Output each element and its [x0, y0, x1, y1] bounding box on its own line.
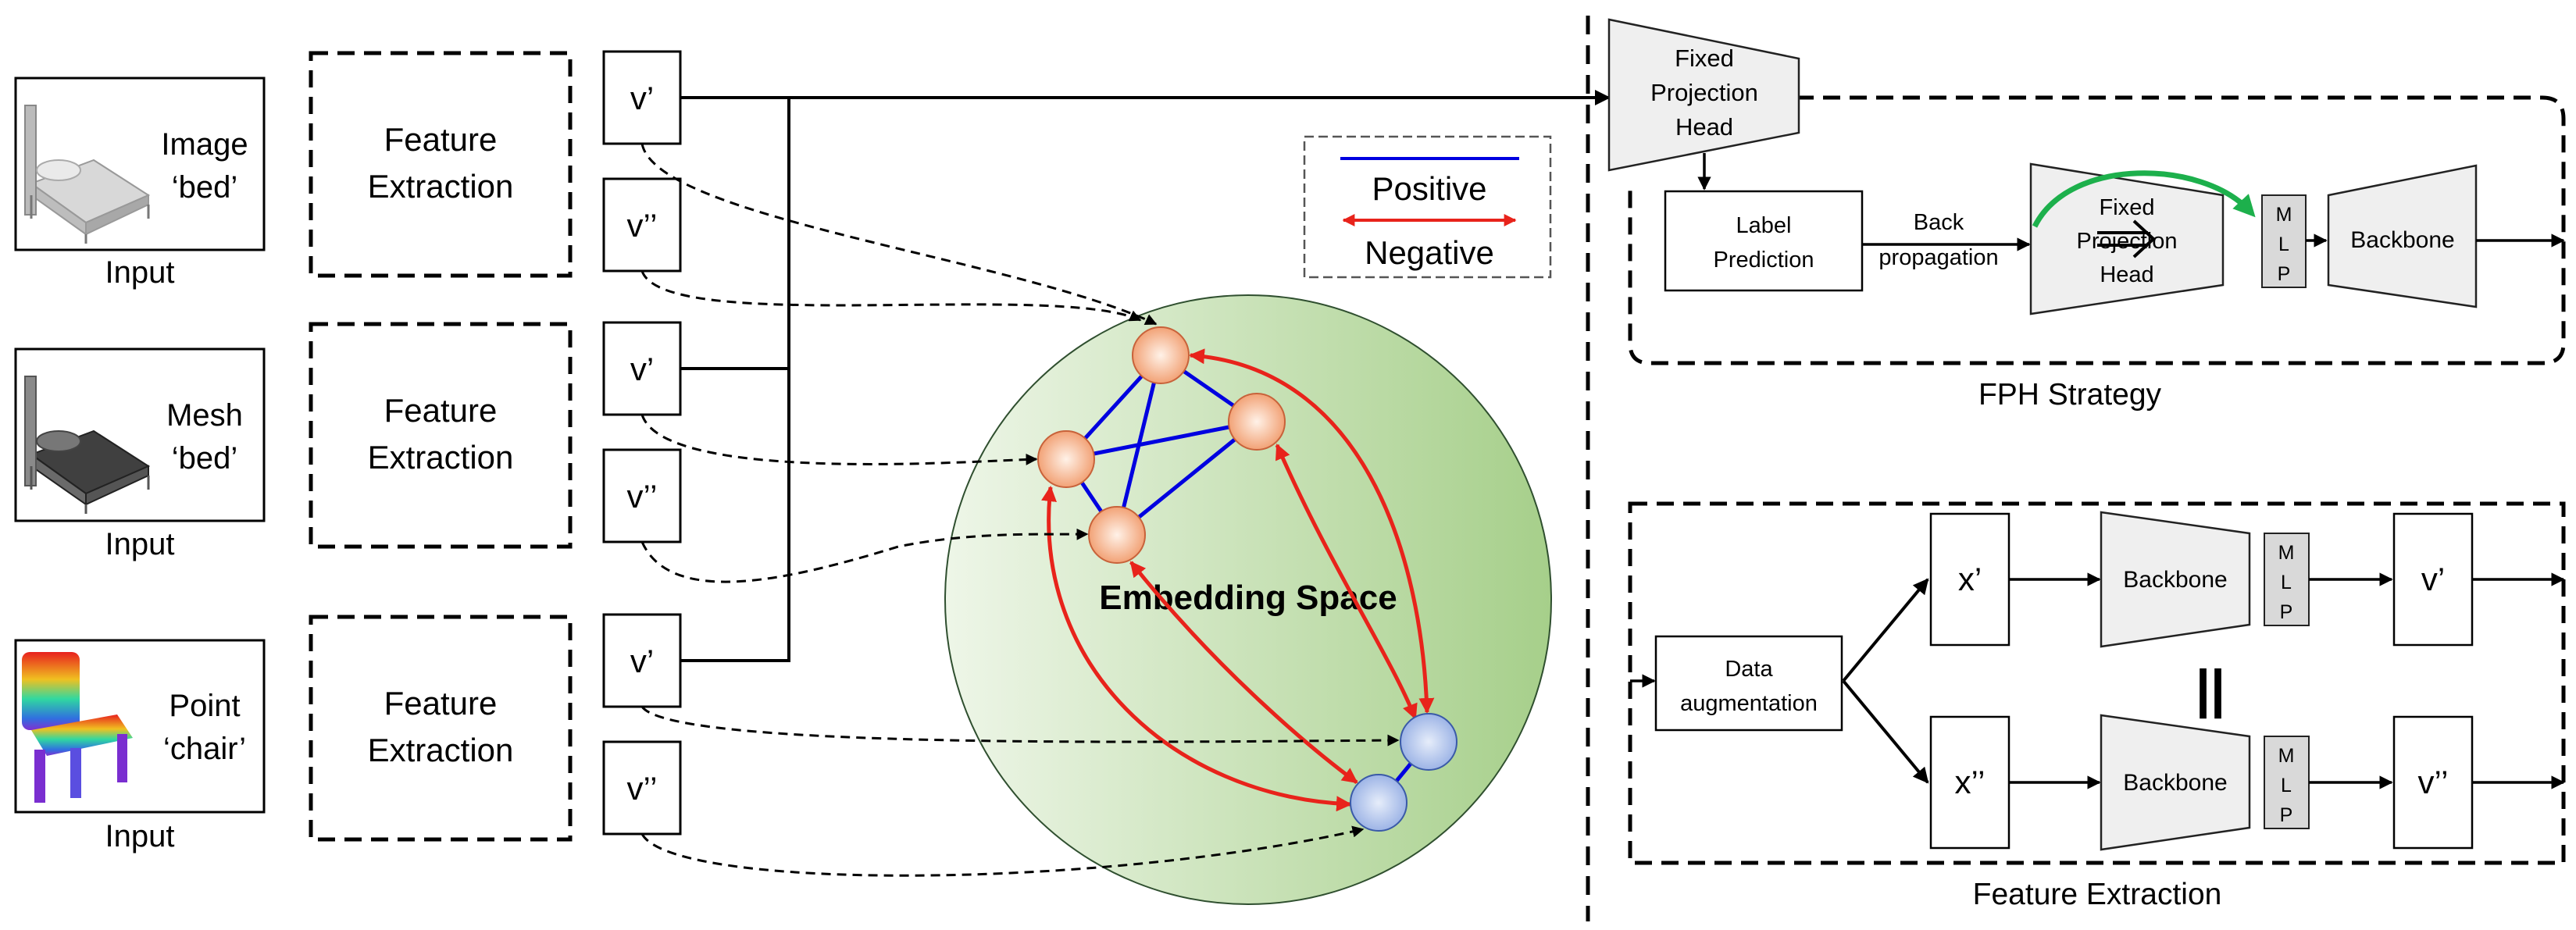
svg-text:Backbone: Backbone	[2350, 227, 2454, 253]
svg-text:P: P	[2280, 804, 2293, 826]
fixed-projection-head-top: Fixed Projection Head	[1607, 18, 1800, 172]
equal-sign: ||	[2196, 659, 2225, 719]
svg-text:v’’: v’’	[2418, 764, 2449, 800]
view-to-node-dashed-links	[640, 143, 1400, 877]
svg-text:P: P	[2278, 263, 2291, 285]
svg-text:Fixed: Fixed	[1675, 45, 1734, 72]
node-blue-1	[1400, 713, 1457, 771]
bed-mesh-icon	[24, 376, 151, 514]
view-box-mesh-v1: v’	[602, 321, 682, 416]
input-point-caption: Input	[105, 819, 175, 853]
fixed-projection-head-fph: Fixed Projection Head	[2029, 162, 2225, 315]
svg-text:augmentation: augmentation	[1680, 691, 1818, 716]
svg-text:v’: v’	[2421, 561, 2445, 597]
svg-text:Feature: Feature	[384, 685, 498, 722]
svg-text:v’’: v’’	[627, 207, 658, 244]
input-image-box: Image ‘bed’	[14, 77, 266, 251]
svg-text:Head: Head	[2100, 262, 2153, 287]
v1-connector-lines	[680, 90, 1611, 662]
feature-extraction-section: Data augmentation x’ Backbone M L P v’ |…	[1628, 501, 2566, 911]
view-box-mesh-v2: v’’	[602, 448, 682, 543]
negative-arrows	[1041, 348, 1435, 812]
input-image-caption: Input	[105, 255, 175, 290]
svg-text:L: L	[2281, 572, 2292, 593]
data-augmentation-box: Data augmentation	[1654, 635, 1843, 732]
bed-image-icon	[24, 105, 151, 244]
input-point-label: ‘chair’	[163, 732, 246, 766]
svg-text:v’’: v’’	[627, 770, 658, 807]
fph-strategy-caption: FPH Strategy	[1978, 378, 2162, 412]
svg-text:Feature: Feature	[384, 392, 498, 429]
green-update-arrow	[2032, 170, 2256, 228]
node-orange-2	[1228, 393, 1286, 451]
svg-text:M: M	[2278, 542, 2295, 564]
input-mesh-label: ‘bed’	[172, 441, 238, 476]
svg-text:Extraction: Extraction	[368, 732, 514, 768]
svg-text:v’’: v’’	[627, 478, 658, 515]
svg-text:L: L	[2281, 775, 2292, 796]
svg-text:v’: v’	[630, 351, 654, 387]
back-propagation-label: Back	[1914, 210, 1964, 235]
svg-text:x’: x’	[1958, 561, 1982, 597]
input-mesh-modality: Mesh	[166, 398, 243, 433]
feature-extraction-block-3: Feature Extraction	[309, 615, 573, 842]
svg-text:v’: v’	[630, 643, 654, 679]
view-box-point-v2: v’’	[602, 740, 682, 836]
backbone-fph: Backbone	[2327, 164, 2478, 308]
svg-text:Extraction: Extraction	[368, 439, 514, 476]
svg-text:L: L	[2278, 233, 2289, 255]
v2-output-box: v’’	[2392, 715, 2474, 850]
svg-text:v’: v’	[630, 80, 654, 116]
svg-text:M: M	[2278, 745, 2295, 767]
svg-text:Prediction: Prediction	[1714, 248, 1814, 273]
mlp-block-fph: M L P	[2261, 194, 2307, 288]
svg-text:Backbone: Backbone	[2123, 770, 2227, 796]
feature-extraction-caption: Feature Extraction	[1973, 878, 2222, 911]
input-mesh-box: Mesh ‘bed’	[14, 347, 266, 522]
svg-text:Label: Label	[1736, 213, 1792, 238]
svg-text:Backbone: Backbone	[2123, 567, 2227, 593]
svg-text:P: P	[2280, 601, 2293, 623]
input-image-label: ‘bed’	[172, 170, 238, 205]
svg-text:propagation: propagation	[1878, 245, 1998, 270]
mlp-block-bottom: M L P	[2264, 736, 2310, 829]
fph-strategy-section: Fixed Projection Head Label Prediction B…	[1607, 18, 2566, 412]
legend: Positive Negative	[1303, 135, 1552, 279]
chair-point-cloud-icon	[22, 652, 133, 803]
node-blue-2	[1350, 774, 1408, 832]
svg-text:Projection: Projection	[1650, 79, 1758, 106]
mlp-block-top: M L P	[2264, 533, 2310, 626]
embedding-space: Embedding Space	[944, 294, 1552, 905]
view-box-point-v1: v’	[602, 613, 682, 708]
input-point-modality: Point	[169, 689, 240, 723]
feature-extraction-block-2: Feature Extraction	[309, 322, 573, 549]
legend-positive-label: Positive	[1372, 170, 1486, 207]
view-box-image-v2: v’’	[602, 177, 682, 273]
node-orange-4	[1088, 506, 1146, 564]
node-orange-1	[1132, 326, 1190, 384]
input-point-box: Point ‘chair’	[14, 639, 266, 814]
input-image-modality: Image	[161, 127, 248, 162]
x2-box: x’’	[1929, 715, 2010, 850]
node-orange-3	[1037, 430, 1095, 488]
svg-text:Feature: Feature	[384, 121, 498, 158]
right-arrow-icon	[2097, 219, 2156, 258]
svg-text:Head: Head	[1675, 113, 1733, 141]
svg-text:x’’: x’’	[1955, 764, 1986, 800]
svg-text:Extraction: Extraction	[368, 168, 514, 205]
v1-output-box: v’	[2392, 512, 2474, 647]
svg-text:Data: Data	[1725, 657, 1773, 682]
svg-text:M: M	[2276, 204, 2292, 226]
x1-box: x’	[1929, 512, 2010, 647]
svg-text:Fixed: Fixed	[2100, 195, 2155, 220]
input-mesh-caption: Input	[105, 527, 175, 561]
legend-negative-label: Negative	[1365, 234, 1494, 271]
label-prediction-box: Label Prediction	[1664, 190, 1864, 292]
backbone-top: Backbone	[2100, 511, 2251, 648]
feature-extraction-block-1: Feature Extraction	[309, 51, 573, 278]
backbone-bottom: Backbone	[2100, 714, 2251, 851]
view-box-image-v1: v’	[602, 50, 682, 145]
